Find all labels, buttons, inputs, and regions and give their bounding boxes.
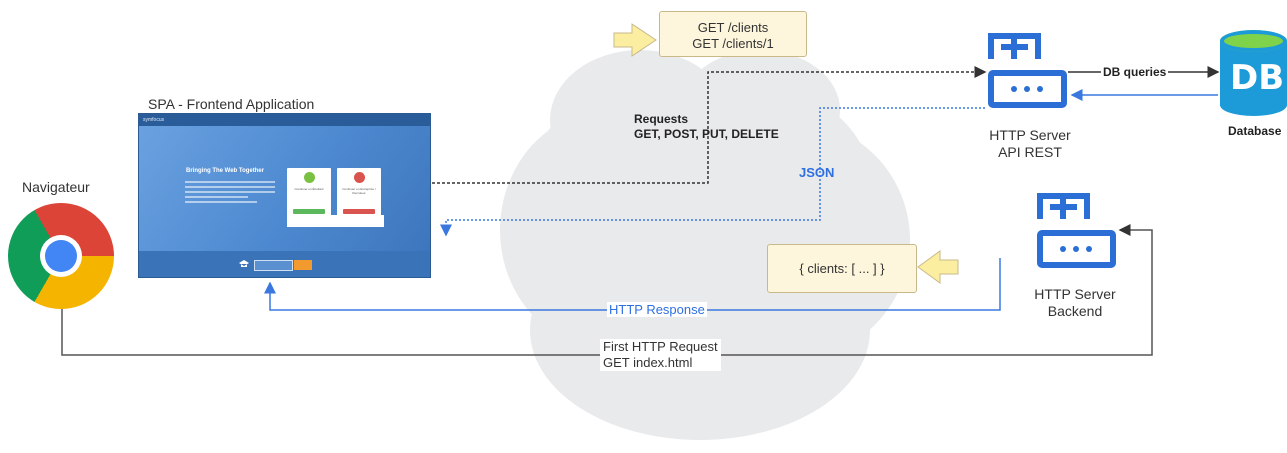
spa-hero-text (185, 181, 275, 206)
first-request-line (61, 224, 1153, 356)
chrome-icon (8, 203, 114, 309)
spa-screenshot: symfocus Bringing The Web Together Conti… (139, 114, 430, 277)
spa-card-company: Continuer en Entreprise / Recruteur (337, 168, 381, 220)
http-response-label: HTTP Response (607, 302, 707, 317)
browser-label: Navigateur (22, 179, 90, 195)
spa-card-student: Continuer en Étudiant (287, 168, 331, 220)
get-endpoints-note: GET /clients GET /clients/1 (659, 11, 807, 57)
json-line (440, 107, 985, 237)
database-icon: DB (1220, 30, 1287, 116)
first-request-label: First HTTP Request GET index.html (600, 339, 721, 371)
graduation-hat-icon (239, 260, 249, 267)
api-server-icon (988, 33, 1067, 108)
spa-title: SPA - Frontend Application (148, 96, 315, 112)
backend-server-icon (1037, 193, 1116, 268)
clients-response-note: { clients: [ ... ] } (767, 244, 917, 293)
clients-note-pointer-arrow (917, 250, 959, 284)
spa-email-input (254, 260, 293, 271)
requests-line (432, 66, 987, 184)
spa-submit-button (294, 260, 312, 270)
spa-hero: Bringing The Web Together Continuer en É… (139, 126, 430, 251)
spa-brand: symfocus (143, 117, 165, 123)
get-note-pointer-arrow (613, 23, 657, 57)
database-label: Database (1228, 124, 1282, 138)
spa-hero-title: Bringing The Web Together (186, 168, 265, 174)
requests-label: Requests GET, POST, PUT, DELETE (634, 112, 779, 141)
spa-topbar: symfocus (139, 114, 430, 126)
db-queries-label: DB queries (1101, 65, 1169, 79)
spa-wide-button (287, 215, 384, 227)
internet-cloud (500, 50, 910, 440)
api-server-label: HTTP Server API REST (989, 127, 1071, 160)
backend-server-label: HTTP Server Backend (1034, 286, 1116, 319)
json-label: JSON (799, 165, 835, 180)
